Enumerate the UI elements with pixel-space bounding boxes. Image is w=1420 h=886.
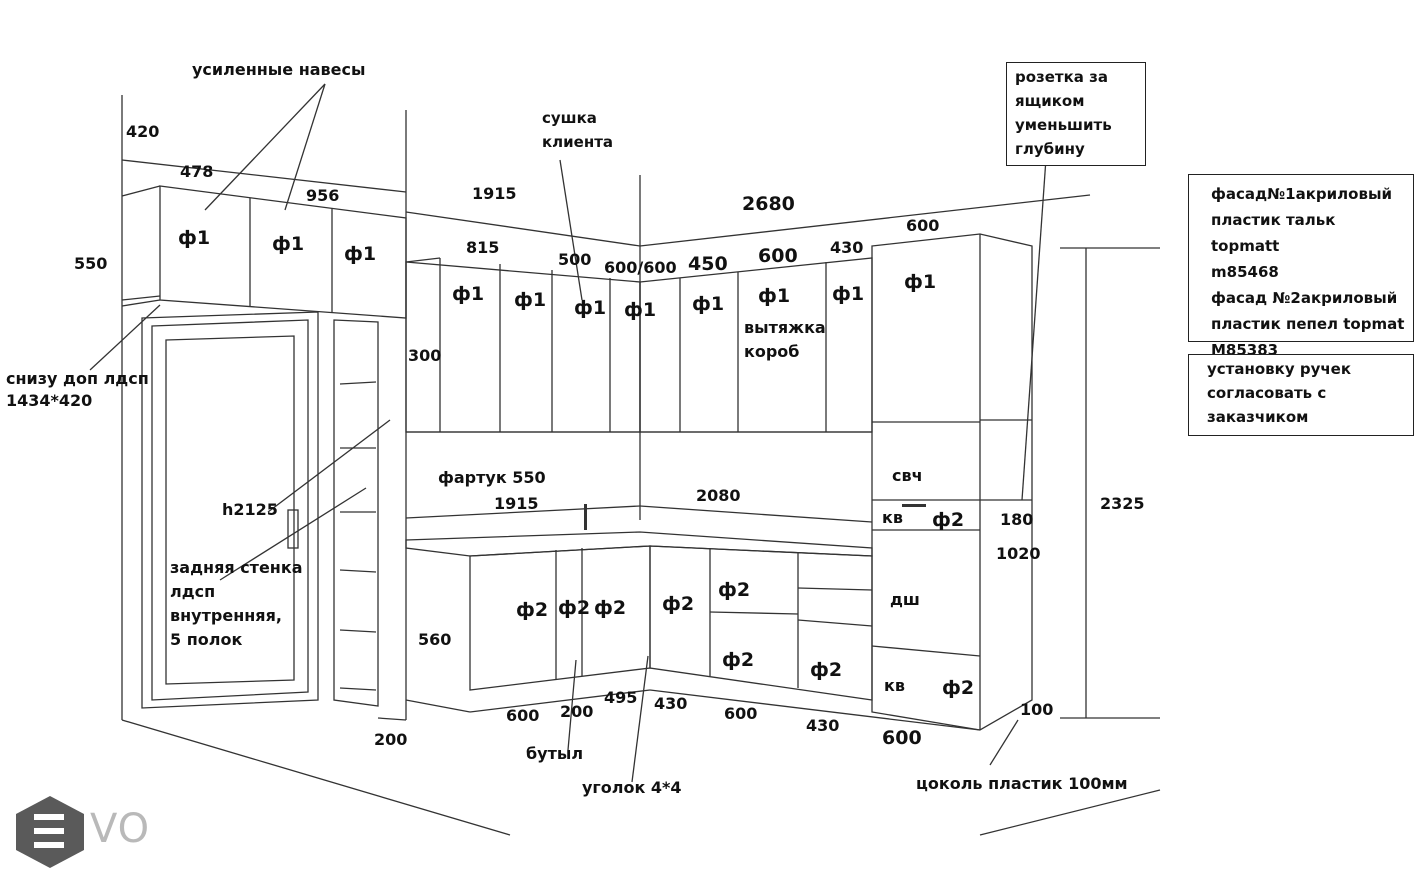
dim-478: 478 [180,162,214,181]
facade-f1-label: ф1 [624,299,657,321]
facade-f2-label: ф2 [594,597,627,619]
dim-1915-mid: 1915 [494,494,539,513]
dim-100: 100 [1020,700,1054,719]
dim-600-bottom-1: 600 [506,706,540,725]
facade-f2-label: ф2 [516,599,549,621]
facade-f2-label: ф2 [558,597,591,619]
facade-f2-label: ф2 [942,677,975,699]
dim-2680: 2680 [742,193,795,215]
note-reinforced-hinges: усиленные навесы [192,60,366,79]
dim-600-bottom-2: 600 [724,704,758,723]
note-oven: дш [890,590,920,609]
facade-f1-label: ф1 [832,283,865,305]
note-bottom-extra: снизу доп лдсп 1434*420 [6,369,149,410]
dim-500: 500 [558,250,592,269]
note-apron: фартук 550 [438,468,546,487]
dim-200-shelf: 200 [374,730,408,749]
facade-f1-label: ф1 [574,297,607,319]
dim-2325: 2325 [1100,494,1145,513]
dim-450: 450 [688,253,728,275]
dim-600-bottom-3: 600 [882,727,922,749]
dim-600-top: 600 [758,245,798,267]
dim-1915-top: 1915 [472,184,517,203]
note-kv-top: кв [882,508,903,527]
note-kv-bottom: кв [884,676,905,695]
note-plinth: цоколь пластик 100мм [916,774,1128,793]
facade-f1-label: ф1 [514,289,547,311]
facade-f1-label: ф1 [758,285,791,307]
facades-note-box: фасад№1акриловый пластик тальк topmatt m… [1188,174,1414,359]
dim-956: 956 [306,186,340,205]
note-bottle: бутыл [526,744,584,763]
facade-f2-label: ф2 [662,593,695,615]
facade-f1-label: ф1 [344,243,377,265]
facade-f1-label: ф1 [904,271,937,293]
dim-430-bottom-2: 430 [806,716,840,735]
dim-300: 300 [408,346,442,365]
facade-f2-label: ф2 [718,579,751,601]
facade-f1-label: ф1 [272,233,305,255]
note-corner: уголок 4*4 [582,778,682,797]
socket-note-box: розетка за ящиком уменьшить глубину [1006,62,1146,166]
logo-text: VO [90,806,151,852]
dim-200-bottom: 200 [560,702,594,721]
dim-180: 180 [1000,510,1034,529]
facade-f1-label: ф1 [452,283,485,305]
handles-note-box: установку ручек согласовать с заказчиком [1188,354,1414,436]
dim-550: 550 [74,254,108,273]
dim-600-600: 600/600 [604,258,677,277]
note-back-wall: задняя стенка лдсп внутренняя, 5 полок [170,558,303,649]
dim-420: 420 [126,122,160,141]
dim-600-column: 600 [906,216,940,235]
dim-1020: 1020 [996,544,1041,563]
dim-560: 560 [418,630,452,649]
facade-f2-label: ф2 [810,659,843,681]
dim-815: 815 [466,238,500,257]
note-microwave: свч [892,466,923,485]
note-hood-box: вытяжка короб [744,318,826,361]
dim-430-bottom-1: 430 [654,694,688,713]
facade-f1-label: ф1 [692,293,725,315]
note-client-dryer: сушка клиента [542,109,614,151]
dim-2080: 2080 [696,486,741,505]
dim-h2125: h2125 [222,500,278,519]
dim-495: 495 [604,688,638,707]
facade-f2-label: ф2 [722,649,755,671]
dim-430-top: 430 [830,238,864,257]
facade-f1-label: ф1 [178,227,211,249]
facade-f2-label: ф2 [932,509,965,531]
